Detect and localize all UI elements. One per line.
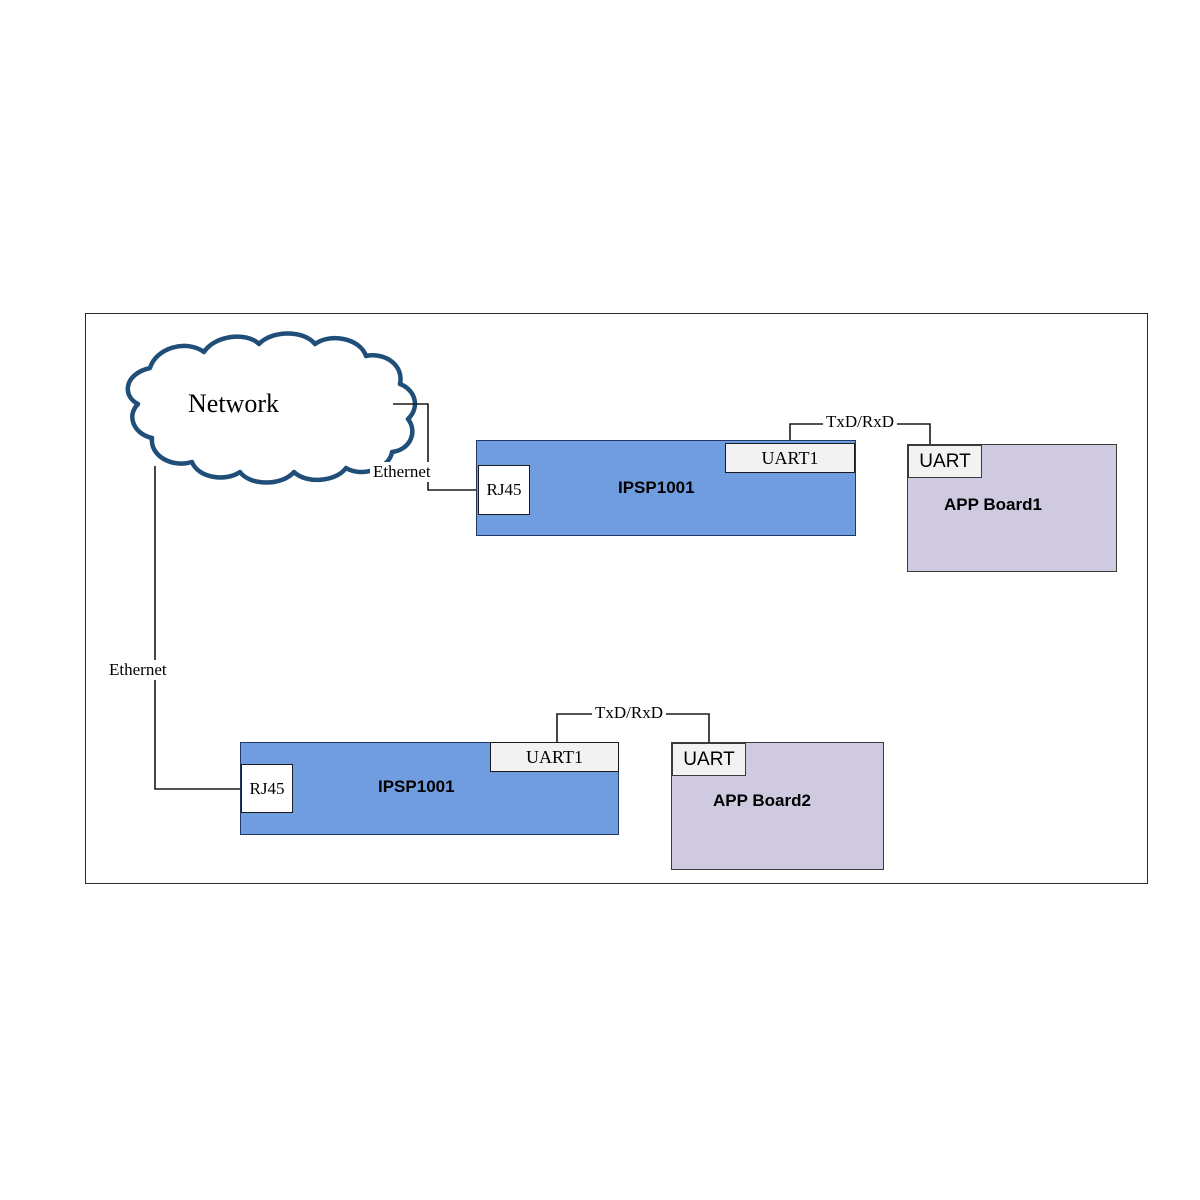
ethernet-top-label: Ethernet	[370, 462, 434, 482]
port-uart1-top[interactable]: UART1	[725, 443, 855, 473]
ipsp-bottom-title: IPSP1001	[378, 777, 455, 796]
network-cloud-label: Network	[188, 389, 279, 418]
app-board-1-title: APP Board1	[944, 495, 1042, 514]
port-rj45-top[interactable]: RJ45	[478, 465, 530, 515]
serial-bottom-label: TxD/RxD	[592, 703, 666, 723]
port-uart1-bottom[interactable]: UART1	[490, 742, 619, 772]
port-rj45-bottom[interactable]: RJ45	[241, 764, 293, 813]
app-board-2-title: APP Board2	[713, 791, 811, 810]
serial-top-label: TxD/RxD	[823, 412, 897, 432]
ethernet-bottom-label: Ethernet	[106, 660, 170, 680]
port-uart-bottom[interactable]: UART	[672, 743, 746, 776]
port-uart-top[interactable]: UART	[908, 445, 982, 478]
ipsp-top-title: IPSP1001	[618, 478, 695, 497]
